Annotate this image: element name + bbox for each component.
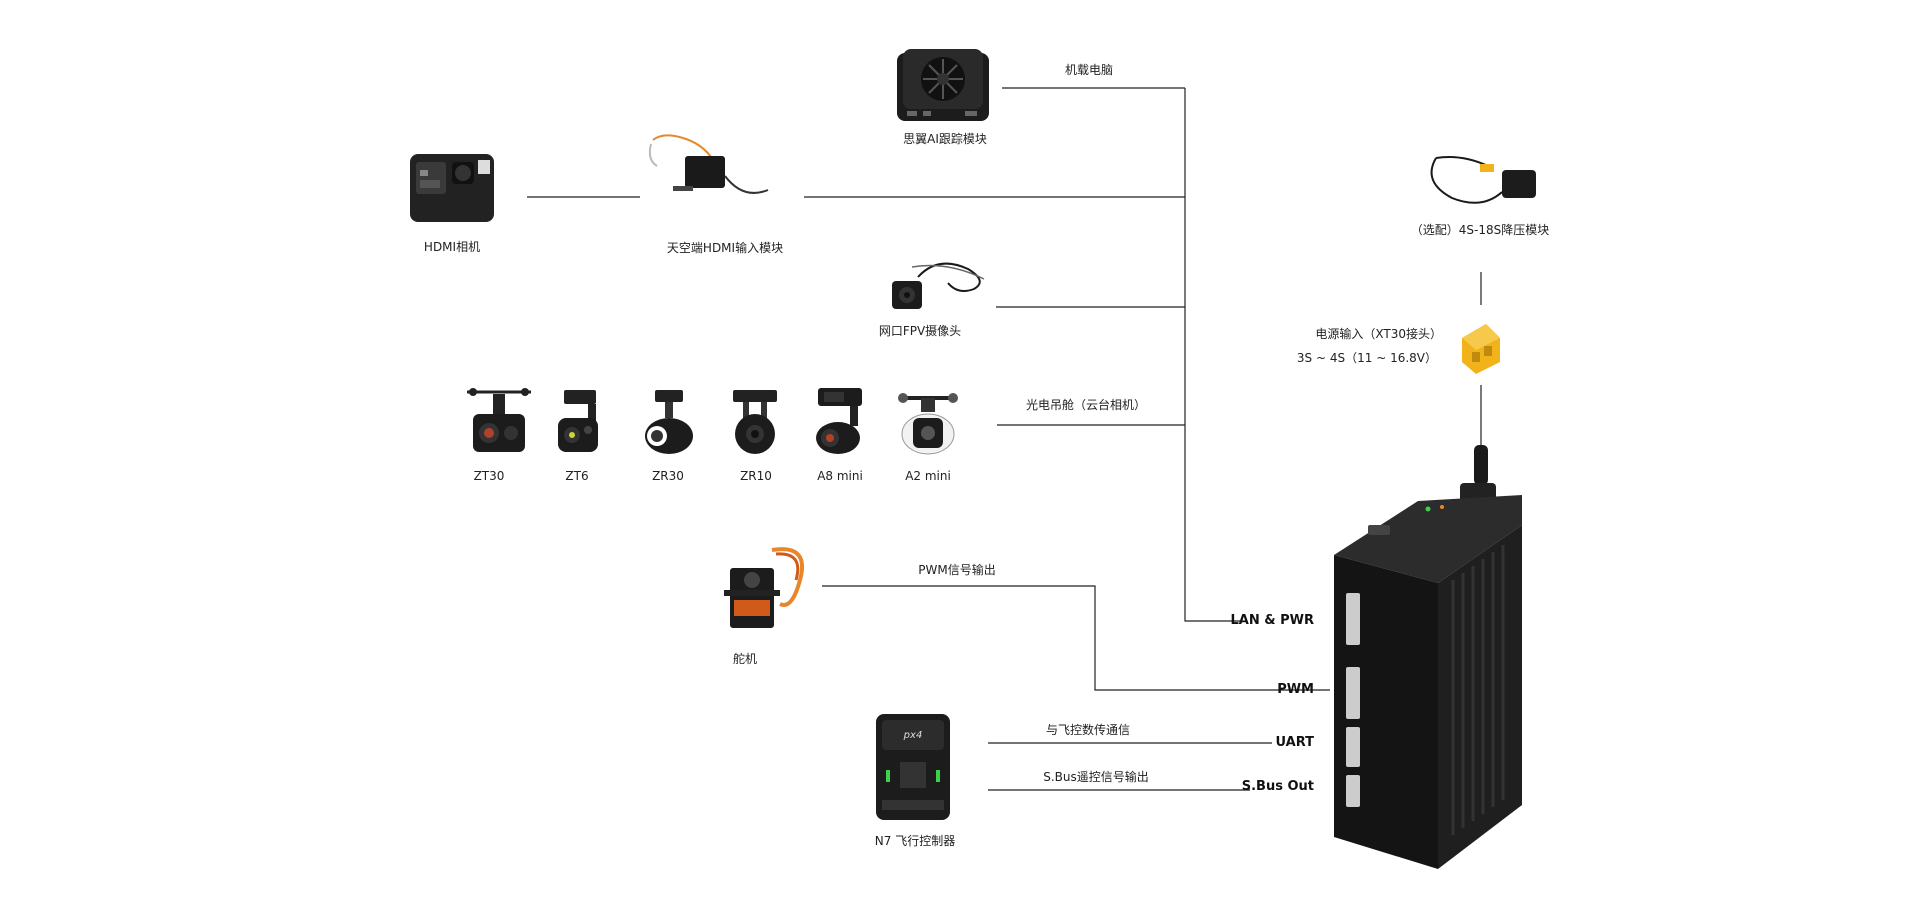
port-uart: UART	[1275, 735, 1314, 750]
power-input-label: 电源输入（XT30接头）	[1315, 327, 1442, 341]
xt30-connector-image	[1452, 320, 1508, 376]
gimbal-name-zt6: ZT6	[565, 469, 589, 483]
step-down-label: （选配）4S-18S降压模块	[1410, 223, 1550, 237]
ai-tracker-label: 思翼AI跟踪模块	[903, 132, 987, 146]
hdmi-input-module-image	[643, 130, 773, 215]
sbus-output-label: S.Bus遥控信号输出	[1043, 770, 1149, 784]
gimbal-name-zr10: ZR10	[740, 469, 772, 483]
gimbal-label: 光电吊舱（云台相机）	[1026, 398, 1147, 412]
fpv-camera-image	[888, 255, 990, 315]
gimbal-name-zt30: ZT30	[473, 469, 505, 483]
gimbal-zt6-image	[552, 388, 608, 456]
step-down-module-image	[1422, 152, 1542, 218]
gimbal-name-a2-mini: A2 mini	[905, 469, 951, 483]
line-pwm	[822, 585, 1330, 691]
gimbal-name-a8-mini: A8 mini	[817, 469, 863, 483]
sky-unit-device-image	[1328, 445, 1528, 871]
port-pwm: PWM	[1277, 682, 1314, 697]
gimbal-name-zr30: ZR30	[652, 469, 684, 483]
gimbal-zt30-image	[463, 382, 535, 456]
flight-controller-label: N7 飞行控制器	[874, 834, 956, 848]
pwm-output-label: PWM信号输出	[918, 563, 996, 577]
onboard-pc-label: 机载电脑	[1065, 63, 1114, 77]
gimbal-a2-mini-image	[895, 388, 961, 458]
port-sbus-out: S.Bus Out	[1241, 779, 1314, 794]
fpv-camera-label: 网口FPV摄像头	[878, 324, 962, 338]
power-range-label: 3S ~ 4S（11 ~ 16.8V）	[1296, 351, 1437, 365]
svg-text:px4: px4	[903, 730, 923, 741]
hdmi-input-label: 天空端HDMI输入模块	[666, 241, 784, 255]
hdmi-camera-label: HDMI相机	[423, 240, 481, 254]
hdmi-camera-image	[408, 150, 496, 226]
flight-controller-image: px4	[872, 710, 954, 824]
fc-comm-label: 与飞控数传通信	[1045, 723, 1131, 737]
gimbal-zr30-image	[641, 388, 697, 458]
ai-tracker-module-image	[893, 45, 993, 127]
gimbal-zr10-image	[727, 388, 783, 458]
port-lan-pwr: LAN & PWR	[1230, 613, 1315, 628]
line-bus	[1184, 88, 1240, 622]
servo-image	[720, 540, 810, 645]
gimbal-a8-mini-image	[810, 386, 870, 458]
servo-label: 舵机	[732, 652, 758, 666]
